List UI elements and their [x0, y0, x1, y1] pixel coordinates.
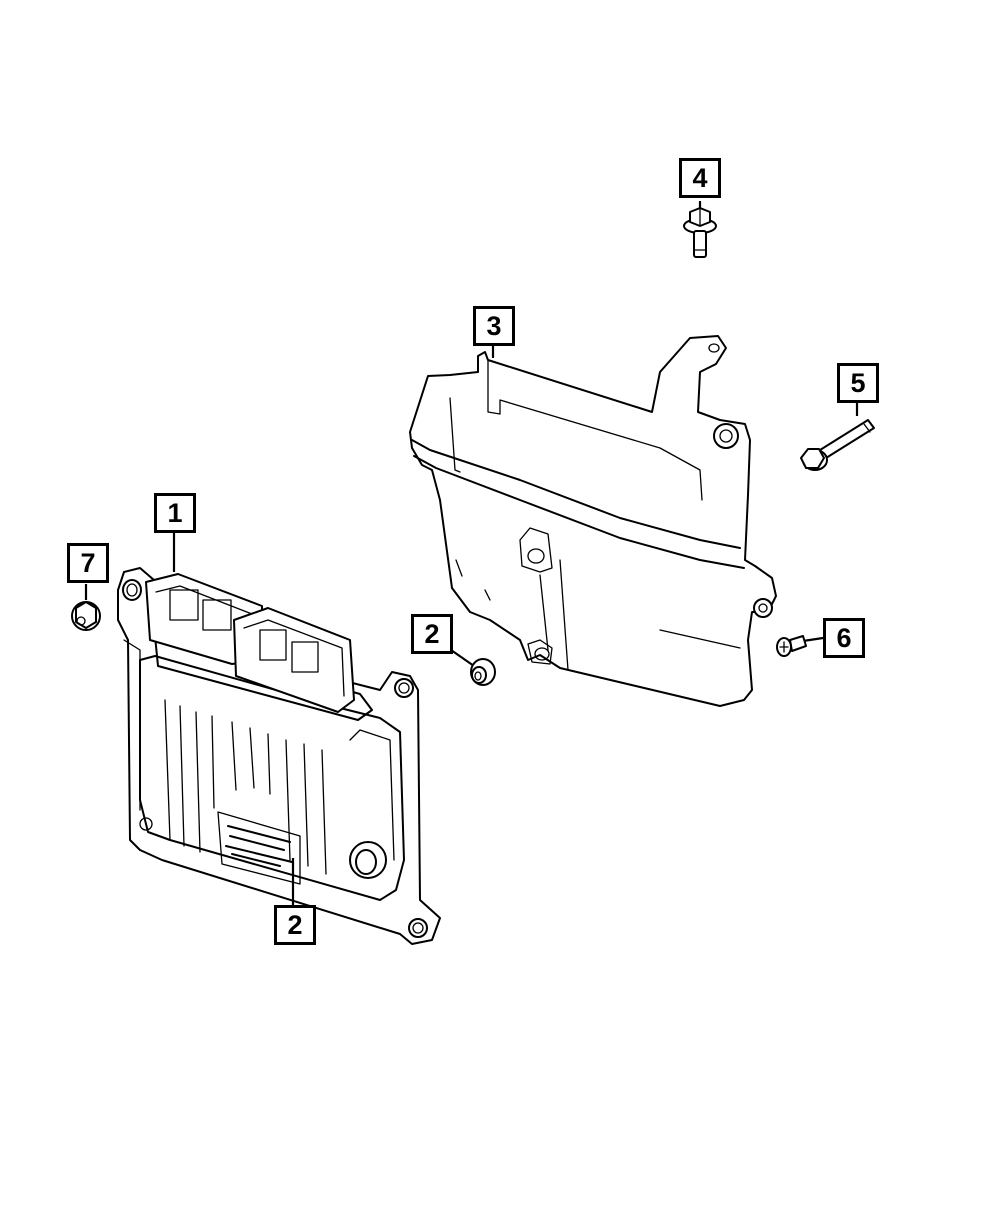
engine-control-module-icon — [117, 567, 441, 945]
callout-7[interactable]: 7 — [67, 543, 109, 583]
callout-4[interactable]: 4 — [679, 158, 721, 198]
callout-2-module[interactable]: 2 — [274, 905, 316, 945]
screw-icon — [776, 635, 807, 657]
callout-5[interactable]: 5 — [837, 363, 879, 403]
bolt-short-icon — [683, 207, 717, 258]
callout-2-grommet[interactable]: 2 — [411, 614, 453, 654]
callout-label: 2 — [424, 618, 440, 649]
callout-label: 2 — [287, 909, 303, 940]
callout-label: 1 — [167, 497, 183, 528]
leader-lines — [84, 201, 859, 905]
grommet-icon — [470, 658, 496, 686]
callout-6[interactable]: 6 — [823, 618, 865, 658]
callout-label: 6 — [836, 622, 852, 653]
nut-icon — [71, 601, 101, 631]
callout-label: 5 — [850, 367, 866, 398]
callout-label: 7 — [80, 547, 96, 578]
callout-3[interactable]: 3 — [473, 306, 515, 346]
callout-label: 4 — [692, 162, 708, 193]
bolt-long-icon — [800, 419, 875, 471]
mounting-bracket-icon — [409, 335, 777, 707]
callout-label: 3 — [486, 310, 502, 341]
callout-1[interactable]: 1 — [154, 493, 196, 533]
